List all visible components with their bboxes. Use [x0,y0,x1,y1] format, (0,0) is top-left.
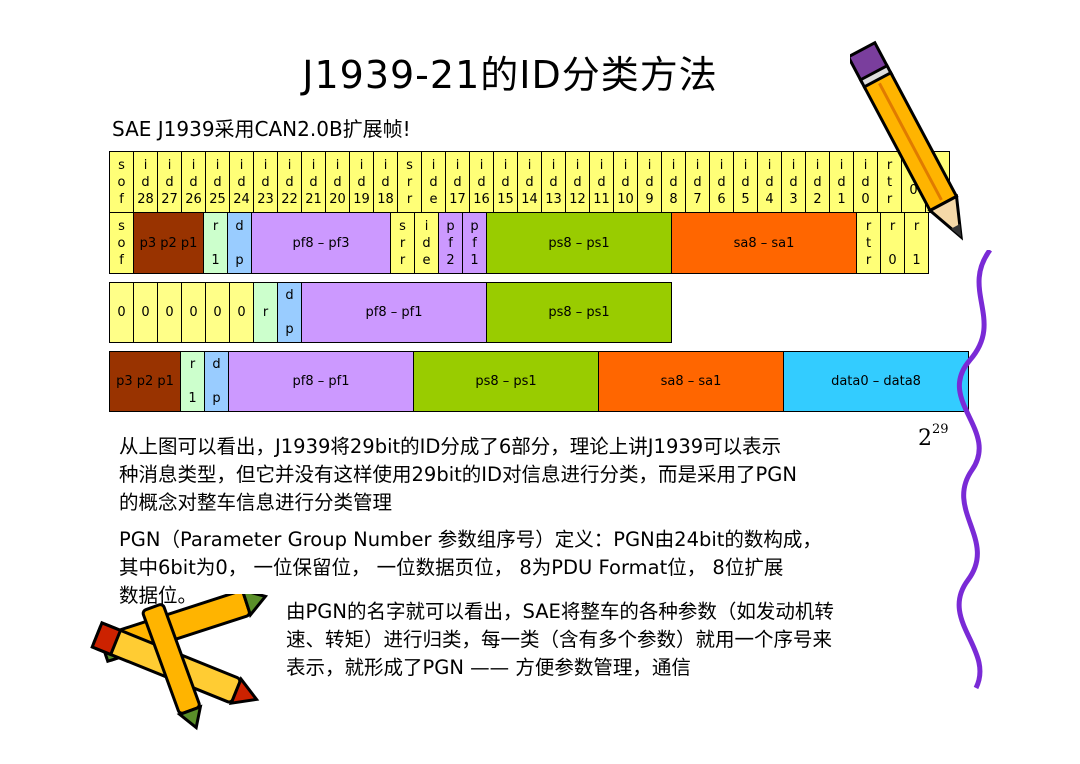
data-cell: data0 – data8 [783,351,969,412]
bit-cell: i d 6 [709,151,734,213]
bit-cell: i d 13 [541,151,566,213]
bit-cell: i d 14 [517,151,542,213]
bit-cell: i d 5 [733,151,758,213]
bit-cell: i d 1 [829,151,854,213]
zero-bit-cell: 0 [109,282,134,343]
pf2-cell: p f 2 [438,212,463,274]
bit-cell: i d 20 [325,151,350,213]
paragraph-id-structure: 从上图可以看出，J1939将29bit的ID分成了6部分，理论上讲J1939可以… [119,435,797,514]
priority-cell: p3 p2 p1 [133,212,204,274]
bit-cell: r t r [877,151,902,213]
zero-bit-cell: 0 [157,282,182,343]
power-exponent: 29 [932,422,949,437]
sa-cell: sa8 – sa1 [598,351,784,412]
bit-cell: i d 24 [229,151,254,213]
bit-cell: i d 21 [301,151,326,213]
bit-cell: i d e [421,151,446,213]
pgn-structure-table: 0 0 0 0 0 0 r d p pf8 – pf1 ps8 – ps1 [109,282,672,343]
pf1-cell: p f 1 [462,212,487,274]
data-page-cell: d p [227,212,252,274]
page-title: J1939-21的ID分类方法 [302,53,718,97]
power-base: 2 [918,426,932,451]
bit-cell: i d 11 [589,151,614,213]
zero-bit-cell: 0 [133,282,158,343]
bit-cell: i d 0 [853,151,878,213]
r1-cell: r 1 [904,212,929,274]
ps-cell: ps8 – ps1 [486,212,672,274]
pf-cell: pf8 – pf1 [228,351,414,412]
wavy-line-decoration [956,250,993,690]
bit-cell: i d 18 [373,151,398,213]
zero-bit-cell: 0 [181,282,206,343]
srr-cell: s r r [390,212,415,274]
paragraph-pgn-definition: PGN（Parameter Group Number 参数组序号）定义：PGN由… [119,528,822,607]
subtitle: SAE J1939采用CAN2.0B扩展帧! [112,117,411,141]
reserved-cell: r 1 [203,212,228,274]
pf-cell: pf8 – pf1 [301,282,487,343]
priority-cell: p3 p2 p1 [109,351,181,412]
bit-cell: i d 27 [157,151,182,213]
j1939-field-table: s o f p3 p2 p1 r 1 d p pf8 – pf3 s r r i… [109,212,929,274]
r0-cell: r 0 [880,212,905,274]
bit-cell: i d 17 [445,151,470,213]
bit-cell: s r r [397,151,422,213]
bit-cell: i d 2 [805,151,830,213]
sof-cell: s o f [109,212,134,274]
data-page-cell: d p [204,351,229,412]
reserved-cell: r [253,282,278,343]
bit-cell: i d 12 [565,151,590,213]
bit-cell: i d 23 [253,151,278,213]
paragraph-pgn-purpose: 由PGN的名字就可以看出，SAE将整车的各种参数（如发动机转 速、转矩）进行归类… [286,600,834,679]
bit-cell: i d 22 [277,151,302,213]
power-formula: 229 [918,422,949,451]
bit-cell: i d 4 [757,151,782,213]
zero-bit-cell: 0 [205,282,230,343]
bit-cell: i d 19 [349,151,374,213]
ide-cell: i d e [414,212,439,274]
bit-cell: i d 9 [637,151,662,213]
bit-cell: i d 7 [685,151,710,213]
j1939-message-table: p3 p2 p1 r 1 d p pf8 – pf1 ps8 – ps1 sa8… [109,351,969,412]
sa-cell: sa8 – sa1 [671,212,857,274]
bit-cell: i d 28 [133,151,158,213]
rtr-cell: r t r [856,212,881,274]
ps-cell: ps8 – ps1 [413,351,599,412]
bit-cell: i d 16 [469,151,494,213]
pencil-icon [850,40,964,241]
pf-high-cell: pf8 – pf3 [251,212,391,274]
crayons-icon [90,594,269,731]
bit-cell: i d 8 [661,151,686,213]
bit-cell: i d 25 [205,151,230,213]
bit-cell: i d 26 [181,151,206,213]
bit-cell: i d 15 [493,151,518,213]
bit-cell: s o f [109,151,134,213]
bit-cell: i d 10 [613,151,638,213]
data-page-cell: d p [277,282,302,343]
bit-cell: i d 3 [781,151,806,213]
reserved-cell: r 1 [180,351,205,412]
zero-bit-cell: 0 [229,282,254,343]
ps-cell: ps8 – ps1 [486,282,672,343]
